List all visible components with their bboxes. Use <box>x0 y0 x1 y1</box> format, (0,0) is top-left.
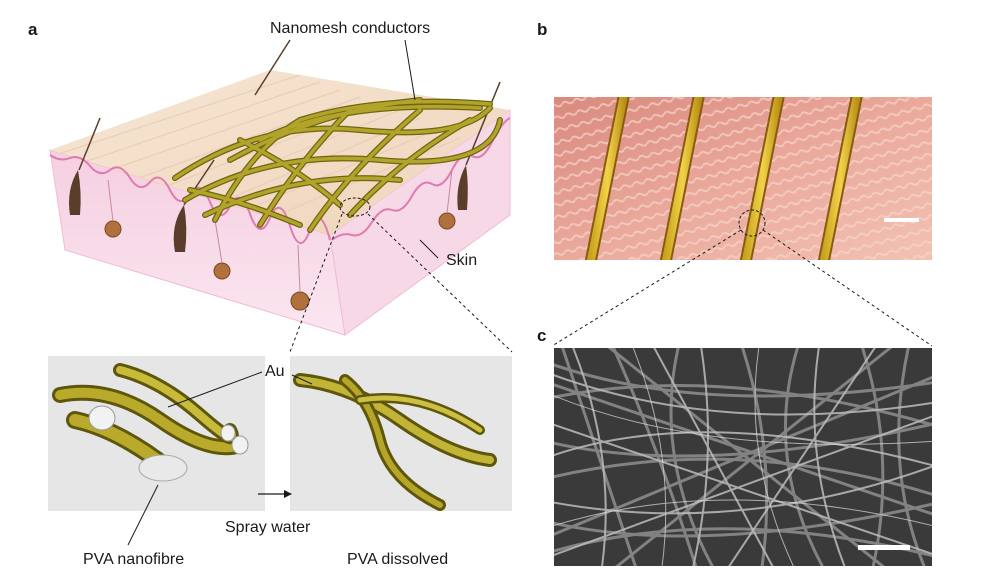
photo-skin-b <box>554 97 932 260</box>
zoom-circle-b <box>738 209 766 237</box>
zoom-lines-a <box>289 213 513 353</box>
label-pva-nanofibre: PVA nanofibre <box>83 551 185 568</box>
pva-ellipse <box>138 454 188 482</box>
leader-lines-a <box>404 39 439 259</box>
fibres-dissolved <box>293 373 497 511</box>
pva-core-end <box>88 405 116 431</box>
label-skin: Skin <box>446 252 478 269</box>
panel-label-b: b <box>537 20 548 39</box>
zoom-ellipse-a <box>339 197 371 217</box>
zoom-lines-b <box>551 229 933 347</box>
skin-block <box>49 39 511 336</box>
scale-bar-c <box>858 545 910 550</box>
label-spray-water: Spray water <box>225 519 311 536</box>
nanomesh-layer <box>172 97 503 233</box>
scale-bar-b <box>884 218 919 222</box>
sem-image-c <box>554 348 932 566</box>
leader-lines-inset <box>127 371 313 546</box>
spray-arrow <box>258 490 292 498</box>
label-pva-dissolved: PVA dissolved <box>347 551 449 568</box>
label-au: Au <box>265 363 285 380</box>
label-nanomesh-conductors: Nanomesh conductors <box>270 20 431 37</box>
panel-label-a: a <box>28 20 38 39</box>
panel-label-c: c <box>537 326 547 345</box>
